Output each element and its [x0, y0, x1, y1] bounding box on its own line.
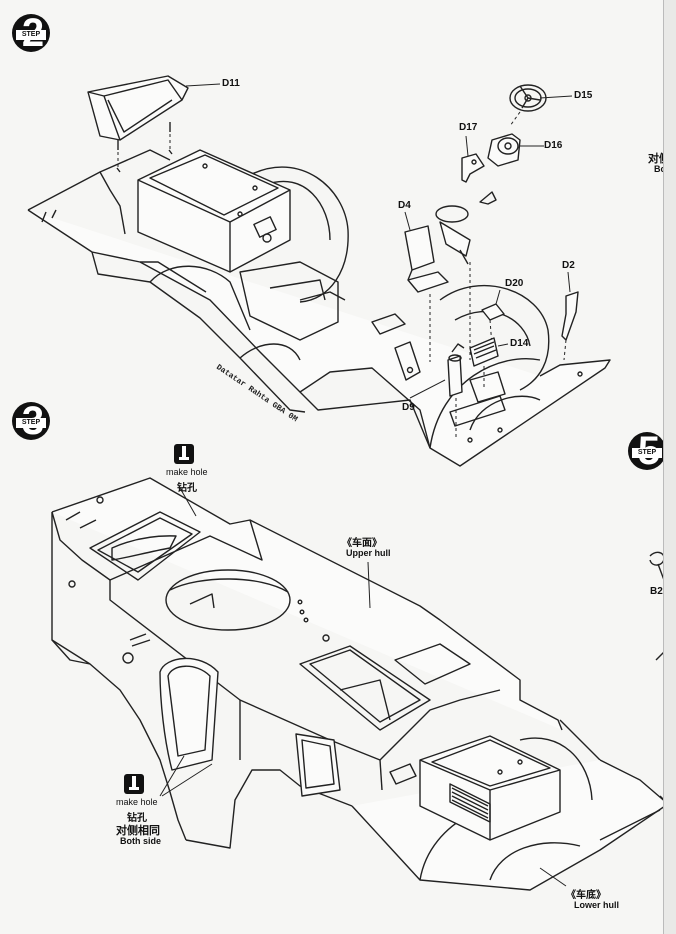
drill-icon	[124, 774, 144, 794]
page-gutter	[663, 0, 676, 934]
make-hole-top-en: make hole	[166, 467, 208, 477]
label-d11: D11	[222, 78, 240, 89]
make-hole-bottom-zh: 钻孔	[127, 813, 147, 824]
next-page-fragments	[649, 551, 665, 661]
lower-hull-zh: 《车底》	[566, 890, 606, 901]
step-2-badge: 2 STEP	[12, 11, 54, 56]
label-d17: D17	[459, 122, 478, 133]
part-d4	[404, 225, 449, 362]
part-d20	[481, 303, 505, 347]
lower-chassis	[27, 149, 611, 467]
make-hole-top-zh: 钻孔	[177, 483, 197, 494]
direction-arrow	[479, 191, 497, 205]
upper-hull	[51, 477, 611, 849]
lower-hull	[351, 735, 669, 891]
part-d14	[469, 337, 499, 388]
upper-hull-zh: 《车面》	[342, 538, 382, 549]
both-side-en: Both side	[120, 836, 162, 846]
part-steering-column	[435, 205, 471, 360]
label-d2: D2	[562, 260, 575, 271]
both-side-zh: 对侧相同	[116, 825, 160, 837]
part-d11	[87, 75, 189, 173]
part-d17	[461, 153, 485, 183]
upper-hull-en: Upper hull	[346, 548, 391, 558]
leader-lines	[159, 83, 573, 887]
part-d2	[561, 291, 579, 361]
step-5-badge: 5 STEP	[628, 429, 670, 474]
drill-icon	[174, 444, 194, 464]
step-3-badge: 3 STEP	[12, 399, 54, 444]
part-d15	[509, 84, 547, 127]
lower-hull-en: Lower hull	[574, 900, 619, 910]
part-d9	[447, 343, 465, 440]
label-d16: D16	[544, 140, 563, 151]
label-d15: D15	[574, 90, 593, 101]
label-d4: D4	[398, 200, 411, 211]
label-d20: D20	[505, 278, 524, 289]
make-hole-bottom-en: make hole	[116, 797, 158, 807]
label-d9: D9	[402, 402, 415, 413]
label-d14: D14	[510, 338, 529, 349]
part-d16	[487, 133, 521, 167]
label-b21: B21	[650, 586, 669, 597]
